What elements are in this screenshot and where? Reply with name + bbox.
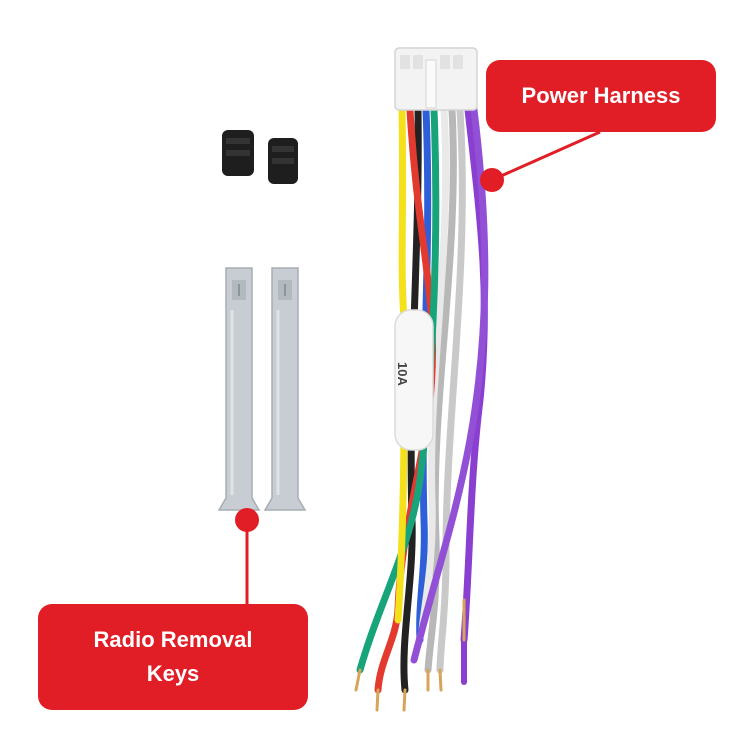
- harness-connector: [394, 47, 478, 111]
- wire-white: [418, 106, 450, 634]
- wire-gray: [424, 106, 457, 674]
- wire-tips: [354, 598, 467, 712]
- removal-key-right: [263, 267, 307, 511]
- callout-pointers: [235, 130, 601, 606]
- power-harness-label: Power Harness: [521, 83, 681, 108]
- keys-pointer-dot: [235, 508, 259, 532]
- radio-removal-keys-label-line1: Radio Removal: [93, 627, 253, 652]
- power-harness-pointer-dot: [480, 168, 504, 192]
- wire-purple: [460, 106, 488, 644]
- wire-purple-2: [410, 106, 489, 664]
- removal-key-left: [217, 267, 261, 511]
- radio-removal-keys: [217, 267, 307, 511]
- wire-gray-2: [436, 106, 466, 674]
- fuse-holder: 10A: [394, 309, 434, 451]
- radio-removal-keys-callout: Radio Removal Keys: [38, 604, 308, 710]
- power-harness-callout: Power Harness: [486, 60, 716, 132]
- rubber-caps: [222, 130, 298, 184]
- wire-green: [356, 106, 440, 674]
- fuse-label: 10A: [395, 362, 410, 386]
- power-harness-pointer-line: [491, 130, 601, 182]
- power-harness: 10A: [354, 47, 489, 712]
- radio-removal-keys-label-line2: Keys: [146, 661, 200, 686]
